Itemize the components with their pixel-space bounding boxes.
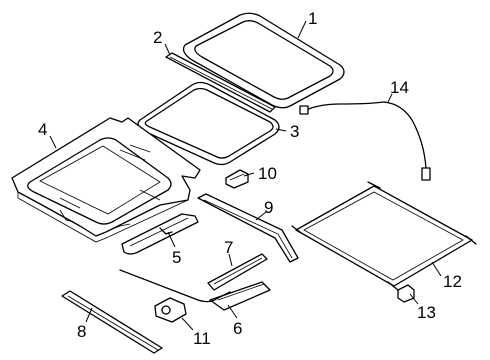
part-13-shade-clip <box>397 284 415 303</box>
callout-9: 9 <box>264 198 273 217</box>
leader-lines <box>49 20 442 331</box>
part-7-deflector <box>207 253 268 291</box>
part-5-guide-rail <box>121 213 199 255</box>
part-12-sun-shade <box>291 181 477 291</box>
part-9-front-rail <box>197 193 299 263</box>
callout-1: 1 <box>308 9 317 28</box>
callout-12: 12 <box>443 272 462 291</box>
callout-6: 6 <box>233 319 242 338</box>
callout-5: 5 <box>172 248 181 267</box>
part-4-sunroof-frame <box>11 117 201 243</box>
part-8-trim-strip <box>61 290 163 354</box>
part-14-drain-hose <box>299 101 431 181</box>
callout-13: 13 <box>417 303 436 322</box>
callout-3: 3 <box>290 122 299 141</box>
callout-14: 14 <box>390 78 409 97</box>
callout-labels: 1 2 3 4 5 6 7 8 9 10 11 12 13 14 <box>38 9 462 348</box>
part-6-drive-track <box>119 269 271 311</box>
callout-11: 11 <box>193 329 211 348</box>
callout-4: 4 <box>38 120 47 139</box>
callout-7: 7 <box>224 238 233 257</box>
callout-10: 10 <box>258 164 277 183</box>
part-11-motor <box>154 297 187 323</box>
part-1-glass-panel <box>182 12 345 109</box>
part-10-clip <box>225 169 249 189</box>
callout-8: 8 <box>77 322 86 341</box>
callout-2: 2 <box>153 28 162 47</box>
